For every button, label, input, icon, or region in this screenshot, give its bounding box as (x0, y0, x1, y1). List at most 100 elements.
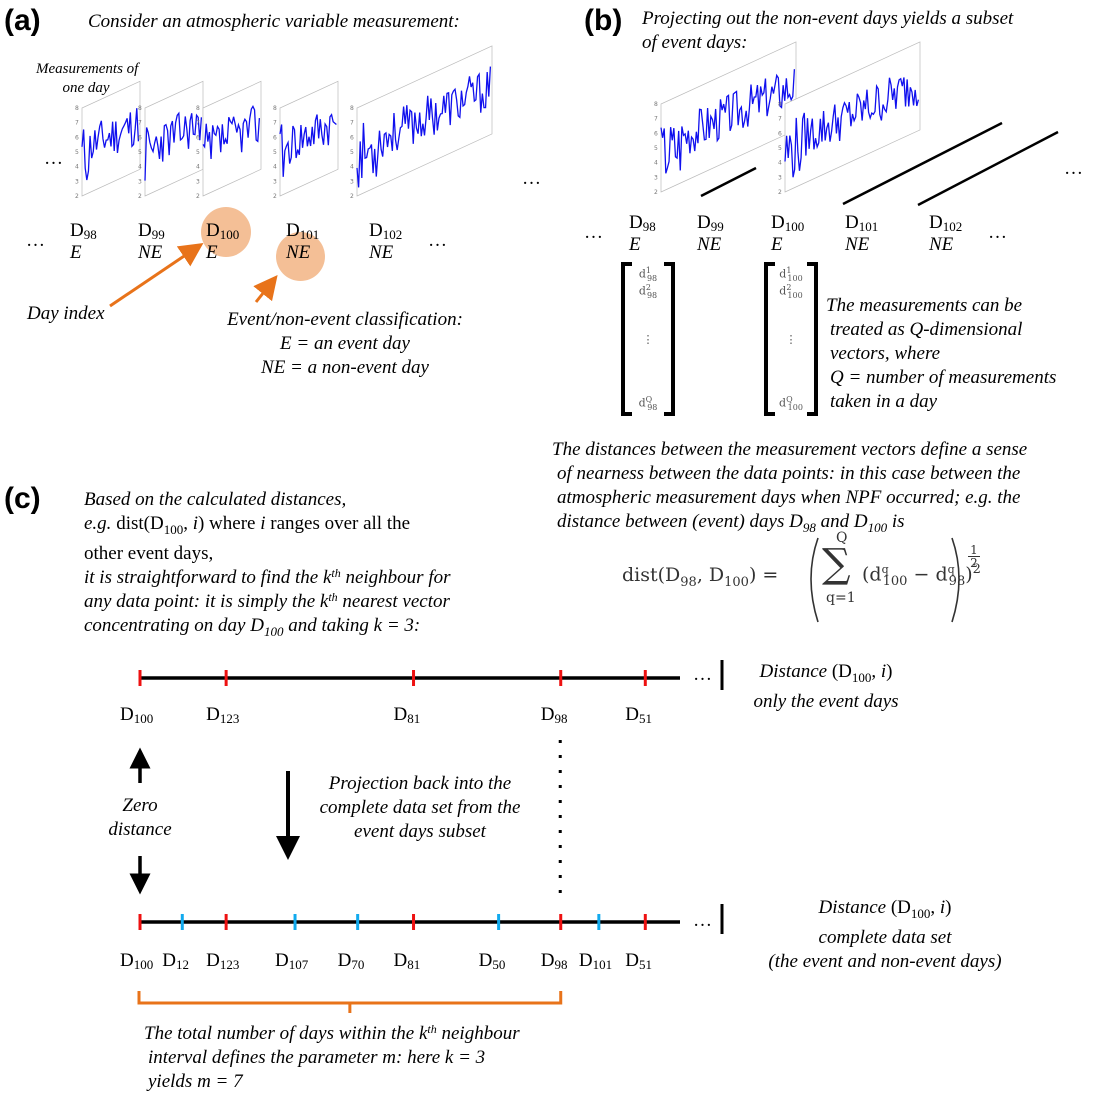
ellipsis-right-days-b: … (988, 222, 1007, 243)
projection-note-line1: Projection back into the (328, 773, 512, 794)
day-index: D100 (771, 212, 805, 234)
classification-highlight (276, 232, 325, 281)
y-tick-label: 6 (75, 134, 79, 141)
full-axis-tick-label-d123: D123 (206, 950, 240, 972)
zero-distance-label: Zero distance (100, 794, 180, 842)
vector-d100-entry1: d1100 (779, 266, 803, 283)
day-classification: NE (286, 242, 311, 263)
distance-note-line3: atmospheric measurement days when NPF oc… (557, 487, 1021, 508)
bracket-note: The total number of days within the kth … (144, 1022, 520, 1094)
y-tick-label: 5 (778, 145, 782, 152)
day-index: D101 (845, 212, 879, 234)
projection-dot (558, 740, 562, 743)
full-axis-tick-label-d100: D100 (120, 950, 154, 972)
sum-upper-limit: Q (836, 530, 848, 546)
annotation-arrows-a (109, 242, 278, 308)
y-tick-label: 2 (75, 193, 79, 200)
y-tick-label: 4 (350, 164, 354, 171)
distance-formula-lhs: dist(D98, D100) = (622, 564, 779, 590)
y-tick-label: 7 (196, 120, 200, 127)
sum-lower-limit: q=1 (826, 590, 856, 606)
legend-nonevent: NE = a non-event day (261, 357, 429, 378)
day-classification: E (70, 242, 82, 263)
full-axis-label-line2: complete data set (818, 926, 952, 948)
day-index-arrow (109, 242, 204, 308)
projection-dot (558, 770, 562, 773)
day-index-label: Day index (27, 303, 105, 324)
full-axis-tick-label-d51: D51 (625, 950, 653, 972)
ellipsis-right-plots-b: … (1064, 158, 1083, 179)
y-tick-label: 4 (778, 160, 782, 167)
panel-c-label: (c) (4, 482, 41, 515)
panel-b-heading-line2: of event days: (642, 32, 748, 53)
full-axis-label-line3: (the event and non-event days) (768, 950, 1002, 972)
y-tick-label: 3 (75, 178, 79, 185)
day-index: D98 (70, 220, 97, 242)
vector-note-line5: taken in a day (830, 391, 938, 412)
y-tick-label: 6 (196, 134, 200, 141)
y-tick-label: 3 (138, 178, 142, 185)
y-tick-label: 5 (350, 149, 354, 156)
projection-dot (558, 800, 562, 803)
y-tick-label: 7 (654, 116, 658, 123)
distance-note-line1: The distances between the measurement ve… (552, 439, 1028, 460)
intro-line4: it is straightforward to find the kth ne… (84, 565, 451, 588)
vector-d100-entryQ: dQ100 (779, 395, 803, 412)
y-tick-label: 3 (196, 178, 200, 185)
day-classification: NE (929, 234, 954, 255)
day-index: D98 (629, 212, 656, 234)
formula-parentheses (810, 537, 960, 623)
day-classification: NE (369, 242, 394, 263)
projection-dot (558, 875, 562, 878)
zero-distance-line1: Zero (122, 795, 158, 816)
full-axis-tick-label-d81: D81 (393, 950, 421, 972)
vector-bracket-d98 (621, 262, 675, 416)
ellipsis-right-plots: … (522, 168, 541, 189)
distance-note-line2: of nearness between the data points: in … (557, 463, 1021, 484)
measurements-note-line2: one day (62, 80, 110, 96)
projected-line-d101 (842, 121, 1003, 206)
event-axis-tick-label-d100: D100 (120, 704, 154, 726)
vector-note-line1: The measurements can be (826, 295, 1023, 316)
bracket-note-line3: yields m = 7 (148, 1071, 243, 1092)
panel-a-label: (a) (4, 4, 41, 37)
y-tick-label: 5 (138, 149, 142, 156)
sum-body: (dq100 − dq98)2 (862, 562, 981, 590)
y-tick-label: 8 (75, 105, 79, 112)
intro-line2: e.g. dist(D100, i) where i ranges over a… (84, 513, 411, 537)
full-axis-tick-label-d107: D107 (275, 950, 309, 972)
ellipsis-right-days-a: … (428, 230, 447, 251)
measurements-note-line1: Measurements of (36, 61, 139, 77)
full-axis-tick-label-d98: D98 (540, 950, 568, 972)
y-tick-label: 6 (138, 134, 142, 141)
projection-dot (558, 890, 562, 893)
vector-bracket-d100 (764, 262, 818, 416)
projection-dot (558, 785, 562, 788)
event-axis-tick-label-d51: D51 (625, 704, 653, 726)
ellipsis-left-days-b: … (584, 222, 603, 243)
y-tick-label: 8 (138, 105, 142, 112)
y-tick-label: 8 (196, 105, 200, 112)
formula-exponent: 1 2 (968, 544, 980, 569)
full-axis-tick-label-d50: D50 (478, 950, 506, 972)
full-axis-label: Distance (D100, i) complete data set (th… (740, 896, 1030, 974)
day-classification: NE (697, 234, 722, 255)
projection-note: Projection back into the complete data s… (300, 772, 540, 844)
bracket-note-line2: interval defines the parameter m: here k… (148, 1047, 486, 1068)
full-axis-label-line1: Distance (D100, i) (818, 897, 952, 921)
y-tick-label: 3 (778, 174, 782, 181)
vector-d100-entry2: d2100 (779, 283, 803, 300)
y-tick-label: 8 (273, 105, 277, 112)
projection-note-line2: complete data set from the (319, 797, 521, 818)
day-index: D99 (697, 212, 724, 234)
panel-b-heading: Projecting out the non-event days yields… (642, 7, 1013, 55)
